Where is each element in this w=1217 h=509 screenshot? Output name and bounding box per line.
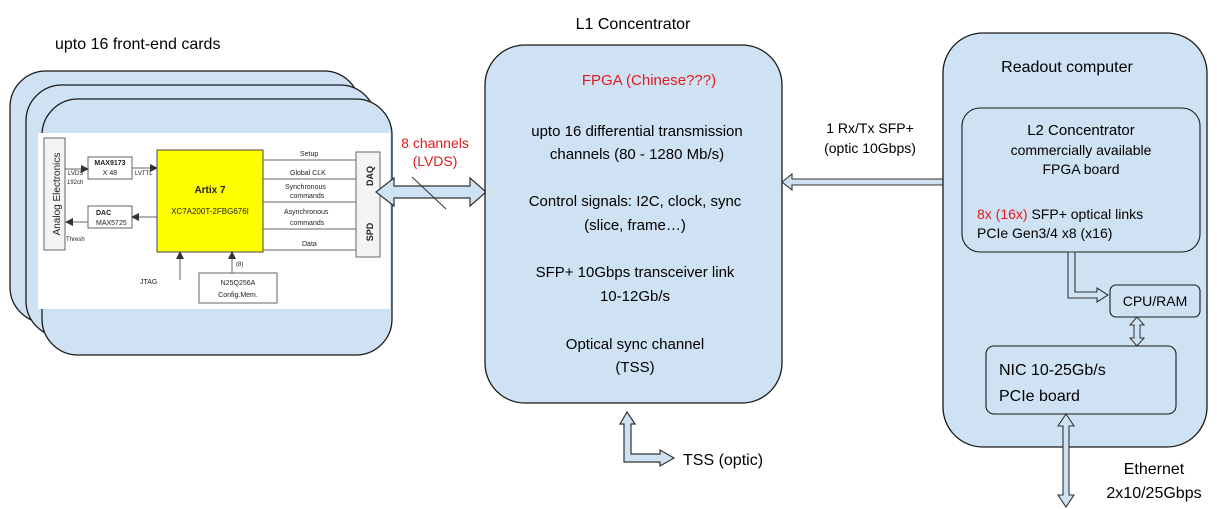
l1-text-1a: upto 16 differential transmission	[531, 123, 743, 140]
tss-arrow	[618, 410, 676, 468]
async-cmd-label-1: Asynchronous	[284, 209, 329, 216]
frontend-card-schematic: Analog Electronics MAX9173 X 48 LVDS 192…	[38, 133, 390, 309]
nic-box	[985, 345, 1177, 415]
lvds-type-label: (LVDS)	[413, 153, 458, 169]
bus-width-label: (8)	[236, 262, 243, 268]
dac-label: DAC	[96, 210, 111, 217]
lvds-link-arrow	[375, 176, 487, 210]
l1-text-1b: channels (80 - 1280 Mb/s)	[550, 146, 724, 163]
analog-electronics-label: Analog Electronics	[52, 153, 63, 236]
l1-text-3b: 10-12Gb/s	[600, 288, 670, 305]
config-mem-label-1: N25Q256A	[221, 280, 256, 287]
l2-cpu-arrow	[1067, 251, 1110, 304]
l1-text-4a: Optical sync channel	[566, 336, 704, 353]
l1-text-3a: SFP+ 10Gbps transceiver link	[536, 264, 735, 281]
sync-cmd-label-1: Synchronous	[285, 184, 326, 191]
ethernet-label-1: Ethernet	[1124, 461, 1185, 478]
max9173-label: MAX9173	[94, 160, 125, 167]
sfp-link-label-2: (optic 10Gbps)	[824, 140, 916, 156]
l2-links-label: 8x (16x) SFP+ optical links	[977, 206, 1143, 222]
nic-label-1: NIC 10-25Gb/s	[999, 362, 1106, 379]
artix7-part-label: XC7A200T-2FBG676I	[171, 207, 249, 216]
readout-title: Readout computer	[1001, 59, 1133, 76]
thresh-label: Thresh	[66, 237, 85, 243]
x48-label: X 48	[103, 170, 118, 177]
config-mem-label-2: Config.Mem.	[218, 292, 258, 299]
data-signal-label: Data	[302, 241, 317, 248]
artix7-label: Artix 7	[194, 185, 226, 196]
lvttl-label: LVTTL	[135, 171, 153, 177]
ethernet-arrow	[1056, 413, 1076, 508]
global-clk-signal-label: Global CLK	[290, 170, 326, 177]
sfp-link-arrow	[781, 172, 969, 192]
l2-links-rest: SFP+ optical links	[1028, 206, 1144, 222]
spd-label: SPD	[365, 222, 375, 241]
sfp-link-label-1: 1 Rx/Tx SFP+	[826, 120, 914, 136]
l1-title: L1 Concentrator	[576, 16, 691, 33]
lvds-channels-label: 8 channels	[401, 135, 469, 151]
l1-text-2b: (slice, frame…)	[584, 217, 686, 234]
cpu-ram-label: CPU/RAM	[1123, 293, 1188, 309]
max5725-label: MAX5725	[96, 220, 127, 227]
l1-fpga-label: FPGA (Chinese???)	[582, 72, 716, 89]
l1-text-2a: Control signals: I2C, clock, sync	[529, 193, 742, 210]
l1-text-4b: (TSS)	[615, 359, 654, 376]
sync-cmd-label-2: commands	[290, 193, 325, 200]
l2-text-2: FPGA board	[1042, 161, 1119, 177]
l2-text-1: commercially available	[1011, 142, 1152, 158]
jtag-label: JTAG	[140, 279, 157, 286]
daq-label: DAQ	[365, 166, 375, 186]
l2-pcie-label: PCIe Gen3/4 x8 (x16)	[977, 225, 1112, 241]
l2-title: L2 Concentrator	[1027, 122, 1135, 139]
l2-concentrator-box	[961, 107, 1201, 253]
frontend-title: upto 16 front-end cards	[55, 36, 220, 53]
l2-links-red: 8x (16x)	[977, 206, 1028, 222]
setup-signal-label: Setup	[300, 151, 318, 158]
tss-label: TSS (optic)	[683, 452, 763, 469]
cpu-ram-box	[1109, 284, 1201, 318]
l1-concentrator-box	[484, 44, 783, 404]
ch192-label: 192ch	[67, 180, 83, 186]
async-cmd-label-2: commands	[290, 220, 325, 227]
lvds-small-label: LVDS	[68, 171, 83, 177]
ethernet-label-2: 2x10/25Gbps	[1106, 485, 1201, 502]
nic-label-2: PCIe board	[999, 388, 1080, 405]
